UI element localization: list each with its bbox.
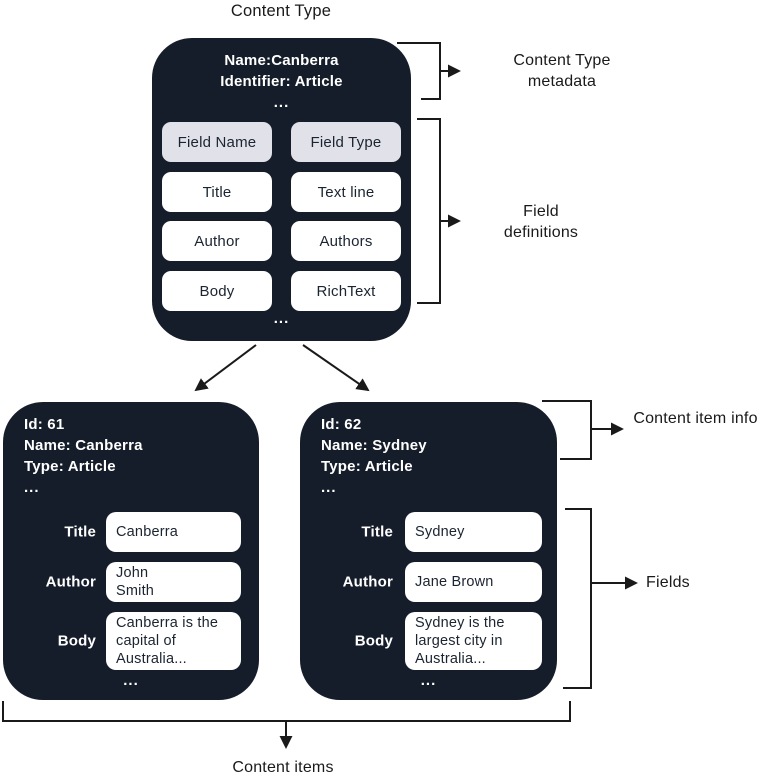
field-label: Body [57, 632, 96, 650]
field-value: Jane Brown [405, 562, 542, 602]
annotation-content-type-metadata: Content Type metadata [513, 52, 611, 90]
field-label: Title [64, 523, 96, 541]
field-name-cell: Author [162, 221, 272, 261]
content-item-id: Id: 62 [321, 416, 362, 433]
content-type-identifier: Identifier: Article [220, 73, 343, 90]
bracket-fields [563, 508, 592, 689]
field-value: John Smith [106, 562, 241, 602]
field-type-header-cell: Field Type [291, 122, 401, 162]
content-item-id: Id: 61 [24, 416, 65, 433]
field-table-row: Title Text line [152, 172, 411, 212]
field-row-title: Title Sydney [300, 512, 557, 552]
field-row-author: Author Jane Brown [300, 562, 557, 602]
content-item-info-block: Id: 61 Name: Canberra Type: Article ... [24, 414, 143, 498]
field-row-title: Title Canberra [3, 512, 259, 552]
content-item-type: Type: Article [321, 458, 413, 475]
field-label: Author [342, 573, 393, 591]
field-type-cell: RichText [291, 271, 401, 311]
content-type-name: Name:Canberra [224, 52, 339, 69]
bracket-content-items [2, 701, 571, 722]
field-name-header-cell: Field Name [162, 122, 272, 162]
content-type-box: Name:Canberra Identifier: Article ... Fi… [152, 38, 411, 341]
field-name-cell: Title [162, 172, 272, 212]
arrow-to-item-right [302, 344, 370, 392]
content-item-name: Name: Sydney [321, 437, 427, 454]
annotation-content-item-info: Content item info [633, 410, 758, 427]
content-item-info-block: Id: 62 Name: Sydney Type: Article ... [321, 414, 427, 498]
field-label: Title [361, 523, 393, 541]
field-label: Author [45, 573, 96, 591]
annotation-content-items: Content items [232, 759, 334, 776]
field-row-body: Body Sydney is the largest city in Austr… [300, 612, 557, 670]
diagram-title: Content Type [230, 2, 332, 20]
content-item-ellipsis: ... [24, 479, 40, 496]
field-table-row: Body RichText [152, 271, 411, 311]
annotation-fields: Fields [646, 574, 690, 591]
annotation-field-definitions: Field definitions [503, 203, 579, 241]
field-table-row: Author Authors [152, 221, 411, 261]
field-name-cell: Body [162, 271, 272, 311]
content-type-metadata-block: Name:Canberra Identifier: Article ... [152, 50, 411, 113]
field-label: Body [354, 632, 393, 650]
content-item-type: Type: Article [24, 458, 116, 475]
field-row-author: Author John Smith [3, 562, 259, 602]
content-type-ellipsis: ... [273, 94, 290, 111]
field-type-cell: Text line [291, 172, 401, 212]
field-table-header-row: Field Name Field Type [152, 122, 411, 162]
field-value: Sydney [405, 512, 542, 552]
field-row-body: Body Canberra is the capital of Australi… [3, 612, 259, 670]
content-type-bottom-ellipsis: ... [273, 310, 290, 327]
content-item-box-sydney: Id: 62 Name: Sydney Type: Article ... Ti… [300, 402, 557, 700]
content-item-name: Name: Canberra [24, 437, 143, 454]
content-item-bottom-ellipsis: ... [123, 672, 139, 689]
arrow-to-item-left [194, 344, 257, 392]
field-value: Canberra [106, 512, 241, 552]
content-item-ellipsis: ... [321, 479, 337, 496]
field-value: Canberra is the capital of Australia... [106, 612, 241, 670]
content-item-box-canberra: Id: 61 Name: Canberra Type: Article ... … [3, 402, 259, 700]
bracket-field-definitions [417, 118, 441, 304]
field-value: Sydney is the largest city in Australia.… [405, 612, 542, 670]
field-type-cell: Authors [291, 221, 401, 261]
content-item-bottom-ellipsis: ... [420, 672, 437, 689]
